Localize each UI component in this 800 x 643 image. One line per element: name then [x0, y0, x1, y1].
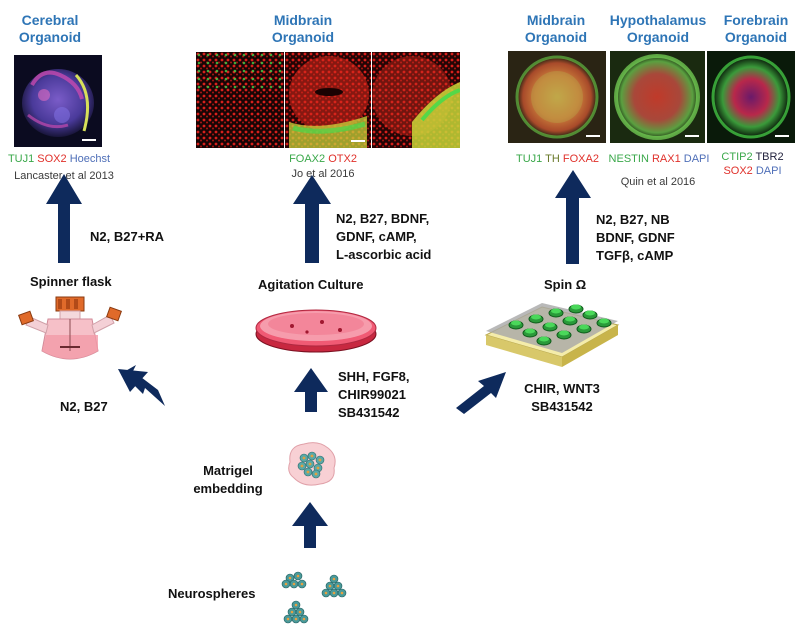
scale-bar: [351, 140, 365, 142]
factors-patterning: SHH, FGF8, CHIR99021 SB431542: [338, 368, 448, 422]
midbrain-center-title-line2: Organoid: [271, 29, 335, 45]
midbrain-organoid-title-right: Midbrain Organoid: [506, 12, 606, 46]
stain-otx2: OTX2: [328, 153, 357, 165]
stain-foxa2: FOXA2: [562, 153, 599, 165]
arrow-up-left: [46, 174, 82, 263]
midbrain-organoid-title-center: Midbrain Organoid: [248, 12, 358, 46]
arrow-up-center-low: [292, 502, 328, 548]
forebrain-organoid-title: Forebrain Organoid: [712, 12, 800, 46]
cerebral-title-line1: Cerebral: [21, 12, 79, 28]
hypothalamus-title-line1: Hypothalamus: [609, 12, 707, 28]
forebrain-organoid-micrograph: [707, 51, 795, 143]
stain-dapi-forebrain: DAPI: [755, 165, 782, 177]
scale-bar: [775, 135, 789, 137]
midbrain-center-stain-legend: FOAX2 OTX2: [268, 152, 378, 166]
stain-ctip2: CTIP2: [721, 151, 753, 163]
arrow-up-center-mid: [294, 368, 328, 412]
factors-midbrain: N2, B27, BDNF, GDNF, cAMP, L-ascorbic ac…: [336, 210, 466, 264]
midbrain-right-title-line2: Organoid: [524, 29, 588, 45]
arrow-up-center-top: [293, 175, 331, 263]
neurospheres-label: Neurospheres: [168, 586, 256, 601]
factors-midbrain-line2: GDNF, cAMP,: [336, 229, 417, 244]
arrow-diagonal-right: [456, 372, 506, 414]
factors-spin-line3: TGFβ, cAMP: [596, 248, 674, 263]
neurospheres-illustration: [281, 571, 347, 624]
midbrain-panel-2: [285, 52, 371, 148]
stain-dapi: DAPI: [683, 153, 710, 165]
midbrain-panel-1: [196, 52, 284, 148]
hypothalamus-stain-legend: NESTIN RAX1 DAPI: [605, 152, 713, 166]
hypothalamus-title-line2: Organoid: [626, 29, 690, 45]
factors-patterning-line1: SHH, FGF8,: [338, 369, 410, 384]
forebrain-image: [707, 51, 795, 143]
midbrain-panel-1-image: [196, 52, 284, 148]
petri-dish-illustration: [255, 309, 377, 353]
forebrain-title-line2: Organoid: [724, 29, 788, 45]
cerebral-stain-legend: TUJ1 SOX2 Hoechst: [4, 152, 114, 166]
factors-spin-line2: BDNF, GDNF: [596, 230, 675, 245]
midbrain-panel-3: [372, 52, 460, 148]
matrigel-embedding-label: Matrigel embedding: [188, 462, 268, 498]
matrigel-line1: Matrigel: [203, 463, 253, 478]
hypothalamus-organoid-title: Hypothalamus Organoid: [603, 12, 713, 46]
matrigel-line2: embedding: [193, 481, 263, 496]
spinner-flask-label: Spinner flask: [30, 274, 112, 289]
matrigel-neurosphere-illustration: [288, 442, 336, 486]
spinner-flask-illustration: [18, 296, 122, 360]
factors-spin-base-line1: CHIR, WNT3: [524, 381, 600, 396]
stain-th: TH: [545, 153, 560, 165]
arrow-up-right: [555, 170, 591, 264]
factors-patterning-line2: CHIR99021: [338, 387, 406, 402]
cerebral-organoid-micrograph: [14, 55, 102, 147]
midbrain-organoid-right-micrograph: [508, 51, 606, 143]
stain-tuj1-right: TUJ1: [516, 153, 543, 165]
hypothalamus-image: [610, 51, 705, 143]
scale-bar: [586, 135, 600, 137]
stain-tbr2: TBR2: [755, 151, 784, 163]
forebrain-stain-legend: CTIP2 TBR2 SOX2 DAPI: [710, 150, 795, 178]
factors-spin: N2, B27, NB BDNF, GDNF TGFβ, cAMP: [596, 211, 716, 265]
midbrain-right-title-line1: Midbrain: [526, 12, 586, 28]
stain-hoechst: Hoechst: [69, 153, 111, 165]
cerebral-title-line2: Organoid: [18, 29, 82, 45]
scale-bar: [685, 135, 699, 137]
spin-omega-plate-illustration: [484, 303, 620, 367]
factors-midbrain-line3: L-ascorbic acid: [336, 247, 432, 262]
stain-sox2: SOX2: [37, 153, 67, 165]
midbrain-panel-3-image: [372, 52, 460, 148]
factors-patterning-line3: SB431542: [338, 405, 400, 420]
midbrain-panel-2-image: [285, 52, 371, 148]
midbrain-right-image: [508, 51, 606, 143]
factors-spinner: N2, B27: [60, 399, 108, 414]
stain-tuj1: TUJ1: [7, 153, 35, 165]
stain-foax2: FOAX2: [289, 153, 326, 165]
agitation-culture-label: Agitation Culture: [258, 277, 364, 292]
factors-cerebral: N2, B27+RA: [90, 229, 165, 244]
neurosphere-3: [283, 600, 309, 624]
midbrain-center-title-line1: Midbrain: [273, 12, 333, 28]
cerebral-organoid-image: [22, 69, 94, 137]
neurosphere-1: [281, 571, 307, 589]
hypothalamus-organoid-micrograph: [610, 51, 705, 143]
factors-spin-base: CHIR, WNT3 SB431542: [512, 380, 612, 416]
quin-citation: Quin et al 2016: [620, 176, 696, 188]
forebrain-title-line1: Forebrain: [723, 12, 789, 28]
factors-spin-base-line2: SB431542: [531, 399, 593, 414]
scale-bar: [82, 139, 96, 141]
factors-midbrain-line1: N2, B27, BDNF,: [336, 211, 430, 226]
spin-omega-label: Spin Ω: [544, 277, 587, 292]
stain-rax1: RAX1: [651, 153, 681, 165]
stain-sox2-forebrain: SOX2: [723, 165, 753, 177]
arrow-diagonal-left-head: [118, 369, 148, 392]
jo-citation: Jo et al 2016: [291, 168, 355, 180]
midbrain-right-stain-legend: TUJ1 TH FOXA2: [505, 152, 610, 166]
factors-spin-line1: N2, B27, NB: [596, 212, 670, 227]
stain-nestin: NESTIN: [608, 153, 649, 165]
cerebral-organoid-title: Cerebral Organoid: [10, 12, 90, 46]
